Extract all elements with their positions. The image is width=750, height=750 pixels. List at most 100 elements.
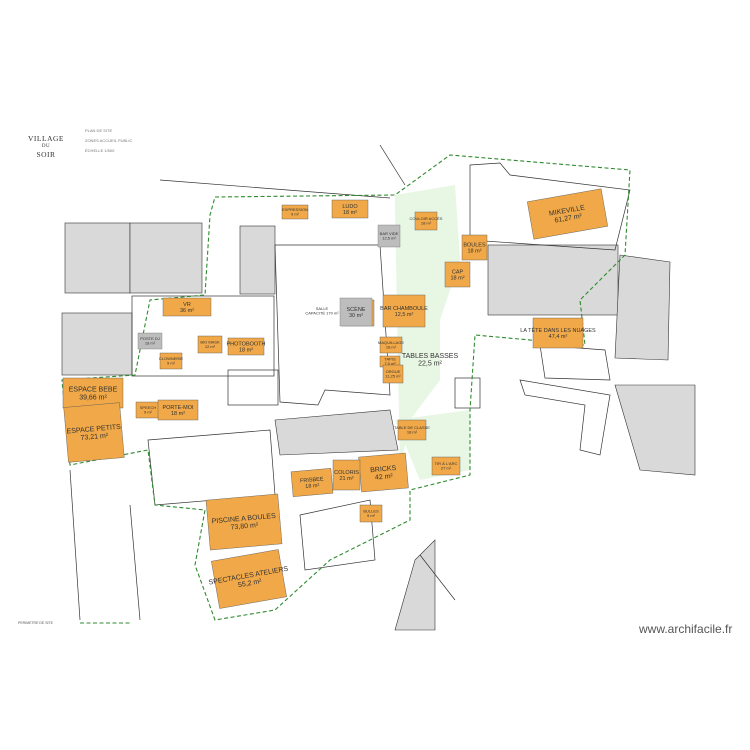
gray-zone-rect	[339, 297, 373, 327]
gray-zone-rect	[137, 332, 163, 350]
zone-name: VR	[183, 302, 191, 308]
zone-name: PHOTOBOOTH	[226, 341, 265, 347]
logo-line-1: VILLAGE	[28, 134, 64, 143]
zone-name: TIR À L'ARC	[435, 461, 458, 466]
building-west-2	[129, 222, 203, 294]
gray-zone-rect	[377, 224, 401, 248]
zone-rect	[62, 377, 124, 409]
zone-area: 18 m²	[343, 210, 357, 216]
zone-name: LUDO	[342, 204, 358, 210]
wall-east-mid	[539, 344, 611, 381]
zone-area: 18 m²	[407, 430, 418, 435]
building-west-1	[64, 222, 131, 294]
plain-label-name: TABLES BASSES	[402, 353, 459, 360]
gray-zone-area: 12,5 m²	[382, 236, 396, 241]
zone-rect	[197, 335, 223, 354]
zone-rect	[290, 468, 334, 497]
logo: VILLAGE DU SOIR	[22, 135, 70, 159]
wall-east-path	[519, 379, 611, 456]
wall-block-a	[131, 295, 275, 377]
zone-rect	[227, 337, 265, 356]
zone-rect	[532, 317, 584, 349]
gray-zone-name: POSTE DJ	[140, 336, 160, 341]
zone-name: COLORIS	[334, 470, 359, 476]
zone-rect	[331, 199, 369, 219]
zone-name: MAQUILLAGE	[378, 340, 404, 345]
zone-area: 18 m²	[421, 221, 432, 226]
zone-area: 42 m²	[375, 473, 394, 482]
building-west-3	[61, 312, 133, 376]
logo-line-2: DU	[41, 144, 51, 149]
wall-block-b	[227, 369, 279, 406]
gray-zone-area: 18 m²	[145, 341, 156, 346]
zone-rect	[159, 352, 183, 370]
zone-rect	[157, 399, 199, 421]
zone-rect	[332, 459, 361, 491]
zone-area: 36 m²	[180, 308, 194, 314]
zone-name: BAR CHAMBOULE	[380, 306, 428, 312]
zone-area: 61,27 m²	[554, 213, 583, 225]
road-line-south	[419, 554, 456, 601]
road-line-top	[379, 144, 406, 186]
zone-name: BIO MASK	[200, 340, 220, 345]
zone-area: 18 m²	[450, 275, 464, 281]
zone-rect	[359, 504, 383, 523]
wall-south-block	[147, 429, 276, 506]
zone-rect	[162, 297, 212, 317]
zone-rect	[444, 261, 471, 288]
zone-rect	[382, 364, 404, 384]
zone-rect	[211, 549, 287, 609]
zone-rect	[431, 456, 461, 476]
zone-name: PORTE-MOI	[162, 405, 194, 411]
zone-area: 39,66 m²	[79, 394, 107, 401]
zone-name: ORGUE	[386, 369, 401, 374]
gray-zone-area: 30 m²	[349, 313, 363, 319]
zone-area: 9 m²	[144, 410, 153, 415]
zone-name: CLOWNERIE	[159, 356, 184, 361]
zone-area: 18 m²	[386, 345, 397, 350]
zone-area: 11,25 m²	[385, 374, 401, 379]
zone-area: 12 m²	[205, 344, 216, 349]
building-east	[487, 244, 619, 316]
zone-area: 47,4 m²	[549, 334, 568, 340]
zone-rect	[205, 493, 283, 551]
zone-area: 18 m²	[171, 411, 185, 417]
zone-area: 12,5 m²	[395, 312, 414, 318]
zone-area: 73,21 m²	[80, 433, 109, 442]
building-south	[274, 409, 399, 456]
zone-name: SPEECH	[140, 405, 157, 410]
zone-area: 27 m²	[441, 466, 452, 471]
header-line-3: ÉCHELLE 1/500	[85, 148, 115, 153]
plain-label-name: SALLE	[316, 306, 329, 311]
gray-buildings	[61, 222, 696, 631]
building-center	[239, 225, 276, 295]
zone-name: BRICKS	[370, 465, 397, 474]
gray-zone-name: SCÈNE	[347, 306, 366, 313]
zone-name: BULLES	[363, 509, 379, 514]
zone-rect	[382, 294, 426, 328]
zone-area: 55,2 m²	[238, 578, 263, 589]
zone-rect	[379, 336, 403, 354]
header-line-1: PLAN DE SITE	[85, 128, 113, 133]
